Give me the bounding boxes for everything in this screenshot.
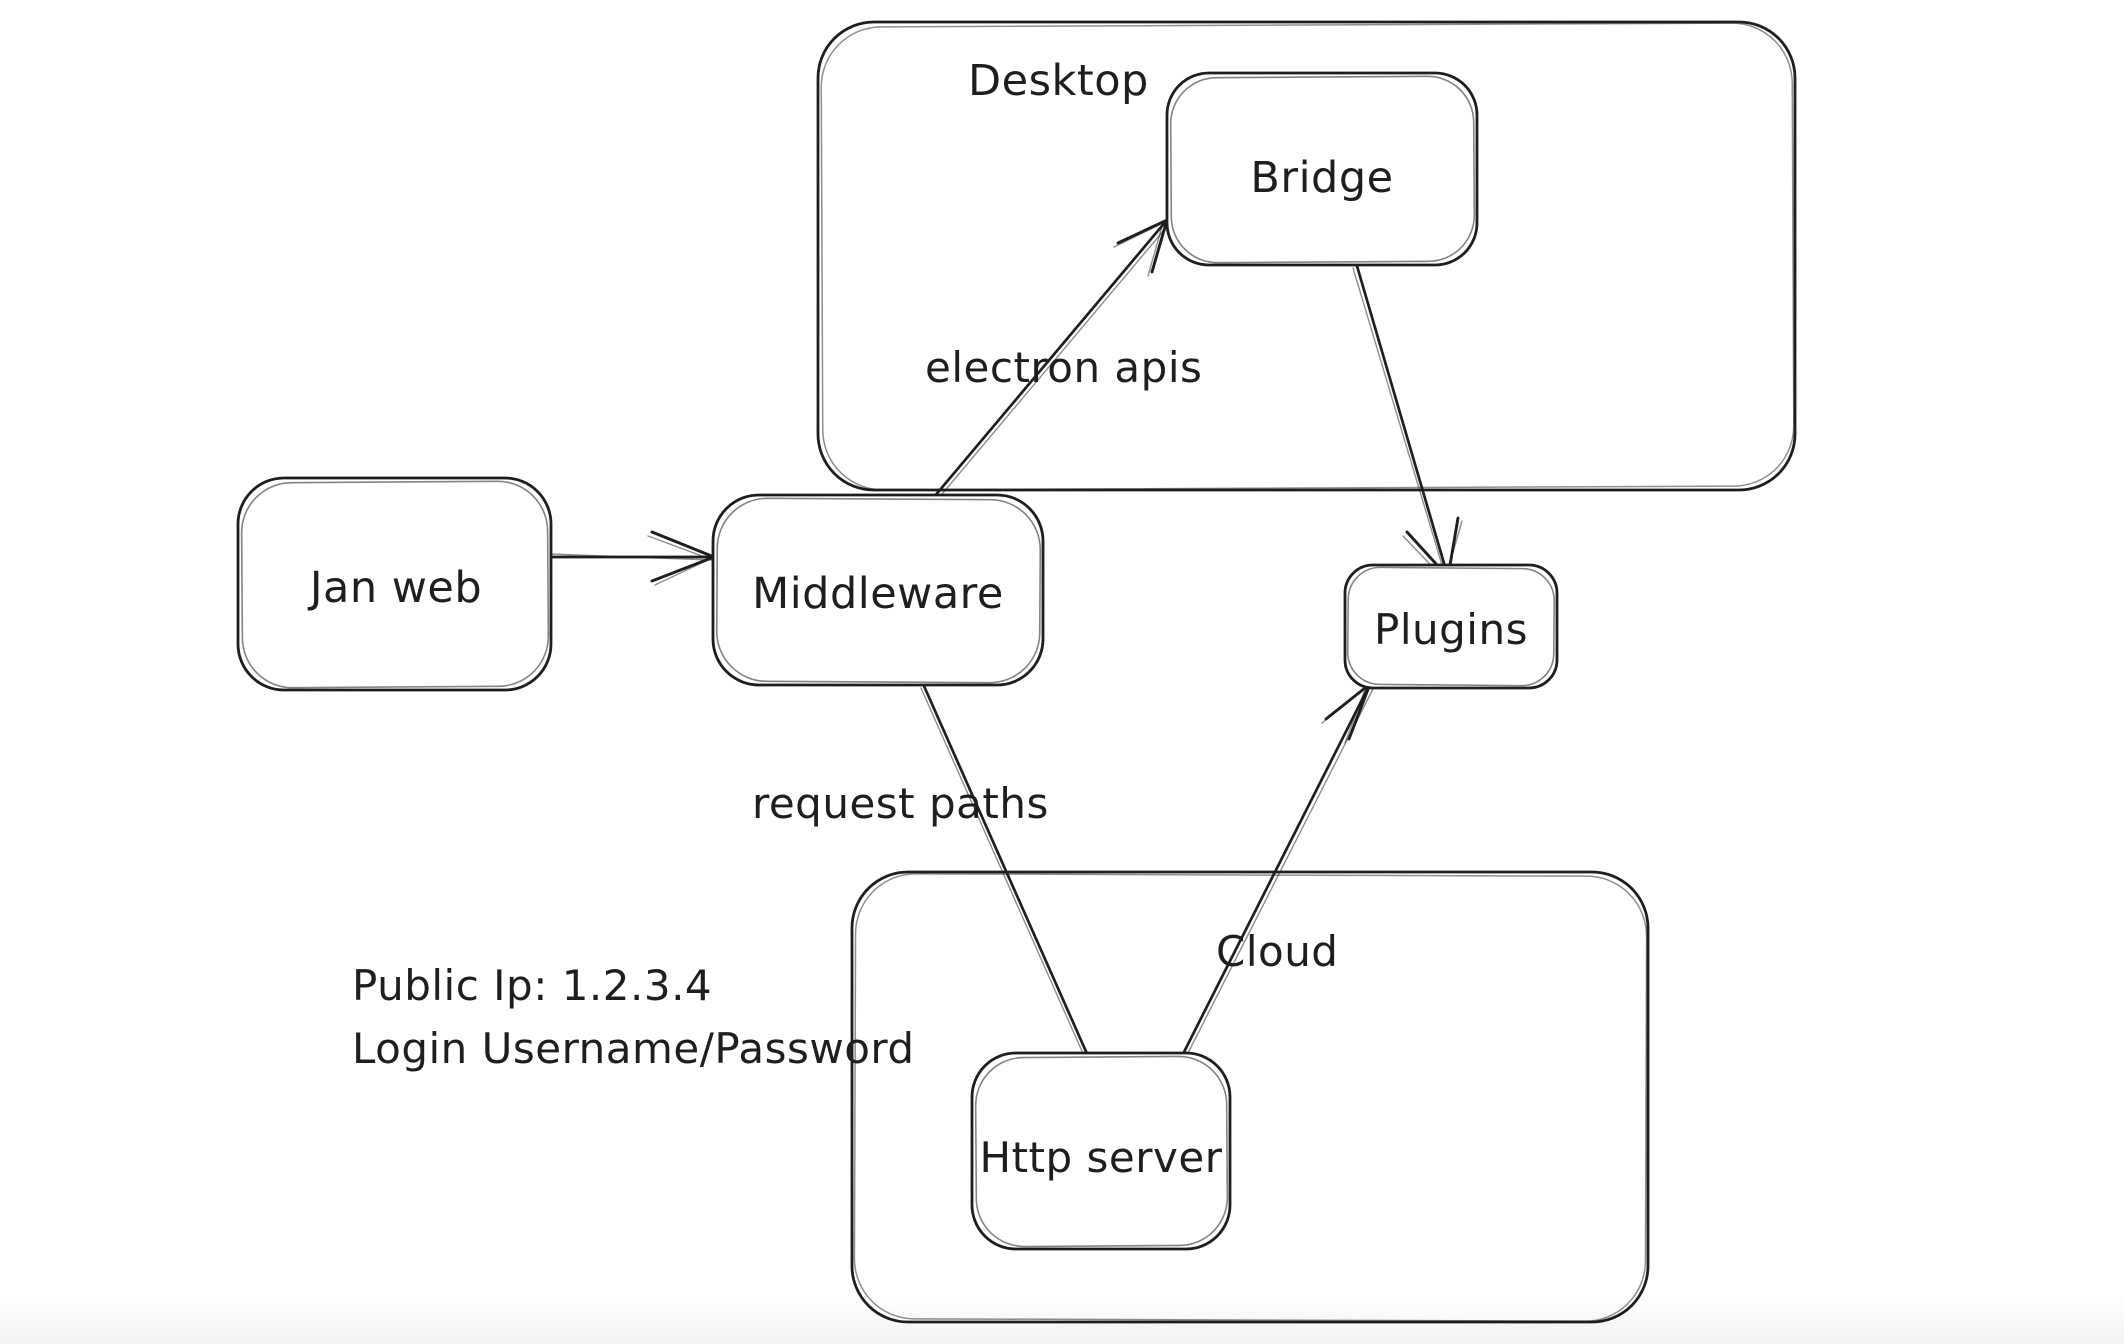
cloud-container-label[interactable]: Cloud: [1216, 927, 1338, 976]
middleware-box-sketch: [715, 497, 1042, 684]
node-http-server[interactable]: Http server: [970, 1051, 1232, 1251]
arrowhead-middleware-bridge-sketch: [1113, 221, 1165, 277]
edge-label-request-paths[interactable]: request paths: [752, 779, 1049, 828]
desktop-container[interactable]: Desktop: [816, 20, 1797, 492]
annotation-credentials[interactable]: Public Ip: 1.2.3.4 Login Username/Passwo…: [352, 961, 915, 1073]
edge-janweb-middleware[interactable]: [546, 530, 718, 586]
desktop-container-label[interactable]: Desktop: [968, 56, 1149, 106]
middleware-label[interactable]: Middleware: [752, 569, 1004, 619]
annotation-public-ip[interactable]: Public Ip: 1.2.3.4: [352, 961, 712, 1010]
cloud-container-box[interactable]: [850, 870, 1650, 1324]
http-server-label[interactable]: Http server: [980, 1133, 1223, 1182]
cloud-container[interactable]: Cloud: [850, 870, 1650, 1324]
middleware-box[interactable]: [711, 493, 1045, 687]
node-jan-web[interactable]: Jan web: [236, 476, 553, 692]
bridge-box-sketch: [1169, 75, 1476, 264]
jan-web-label[interactable]: Jan web: [307, 563, 482, 613]
http-server-box-sketch: [974, 1055, 1229, 1248]
desktop-container-box[interactable]: [816, 20, 1797, 492]
node-plugins[interactable]: Plugins: [1343, 563, 1559, 690]
jan-web-box[interactable]: [236, 476, 553, 692]
http-server-box[interactable]: [970, 1051, 1232, 1251]
plugins-label[interactable]: Plugins: [1374, 605, 1528, 654]
bridge-box[interactable]: [1165, 71, 1479, 267]
plugins-box[interactable]: [1343, 563, 1559, 690]
edge-bridge-plugins[interactable]: [1352, 264, 1463, 582]
annotation-login[interactable]: Login Username/Password: [352, 1024, 915, 1073]
node-bridge[interactable]: Bridge: [1165, 71, 1479, 267]
arrowhead-janweb-middleware-sketch: [647, 535, 712, 586]
edge-middleware-httpserver[interactable]: request paths: [752, 684, 1090, 1059]
desktop-container-box-sketch: [820, 22, 1795, 491]
node-middleware[interactable]: Middleware: [711, 493, 1045, 687]
plugins-box-sketch: [1346, 566, 1556, 687]
edge-middleware-bridge[interactable]: electron apis: [925, 217, 1202, 501]
bridge-label[interactable]: Bridge: [1250, 153, 1393, 203]
edge-httpserver-plugins[interactable]: [1182, 679, 1375, 1054]
cloud-container-box-sketch: [853, 873, 1648, 1322]
jan-web-box-sketch: [240, 480, 550, 689]
edge-label-electron-apis[interactable]: electron apis: [925, 343, 1202, 392]
